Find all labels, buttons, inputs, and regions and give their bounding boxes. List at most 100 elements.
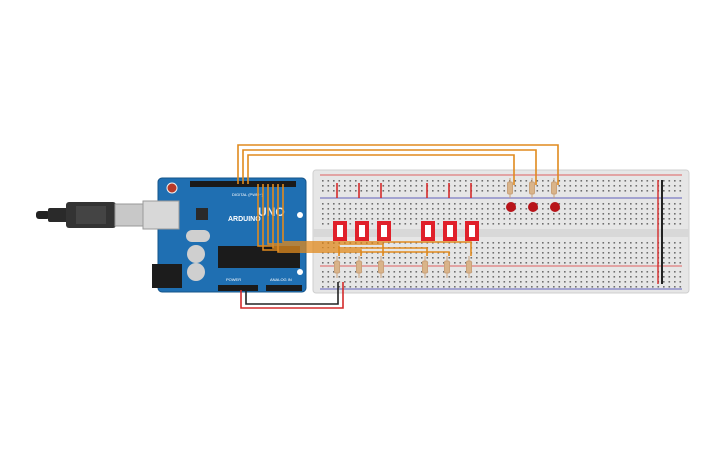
breadboard-hole[interactable]: [586, 180, 588, 182]
breadboard-hole[interactable]: [344, 208, 346, 210]
breadboard-hole[interactable]: [476, 271, 478, 273]
breadboard-hole[interactable]: [542, 190, 544, 192]
breadboard-hole[interactable]: [646, 286, 649, 288]
breadboard-hole[interactable]: [564, 276, 566, 278]
breadboard-hole[interactable]: [635, 247, 638, 249]
breadboard-hole[interactable]: [586, 218, 588, 220]
breadboard-hole[interactable]: [366, 286, 368, 288]
breadboard-hole[interactable]: [553, 218, 555, 220]
breadboard-hole[interactable]: [580, 218, 583, 220]
breadboard-hole[interactable]: [630, 190, 632, 192]
breadboard-hole[interactable]: [619, 203, 621, 205]
breadboard-hole[interactable]: [652, 190, 654, 192]
breadboard-hole[interactable]: [421, 218, 423, 220]
breadboard-hole[interactable]: [470, 257, 473, 259]
breadboard-hole[interactable]: [509, 242, 511, 244]
breadboard-hole[interactable]: [481, 218, 484, 220]
breadboard-hole[interactable]: [503, 218, 506, 220]
breadboard-hole[interactable]: [514, 190, 517, 192]
breadboard-hole[interactable]: [652, 252, 654, 254]
breadboard-hole[interactable]: [377, 218, 379, 220]
breadboard-hole[interactable]: [459, 203, 462, 205]
usb-cable[interactable]: [36, 202, 144, 228]
breadboard-hole[interactable]: [602, 213, 605, 215]
breadboard-hole[interactable]: [349, 281, 352, 283]
breadboard-hole[interactable]: [641, 252, 643, 254]
breadboard-hole[interactable]: [487, 180, 489, 182]
breadboard-hole[interactable]: [360, 257, 363, 259]
breadboard-hole[interactable]: [542, 218, 544, 220]
breadboard-hole[interactable]: [613, 213, 616, 215]
breadboard-hole[interactable]: [344, 262, 346, 264]
breadboard-hole[interactable]: [393, 213, 396, 215]
breadboard-hole[interactable]: [536, 276, 539, 278]
breadboard-hole[interactable]: [327, 185, 330, 187]
breadboard-hole[interactable]: [415, 223, 418, 225]
breadboard-hole[interactable]: [668, 190, 671, 192]
breadboard-hole[interactable]: [327, 276, 330, 278]
breadboard-hole[interactable]: [492, 218, 495, 220]
breadboard-hole[interactable]: [498, 180, 500, 182]
breadboard-hole[interactable]: [514, 242, 517, 244]
breadboard-hole[interactable]: [674, 252, 676, 254]
breadboard-hole[interactable]: [459, 213, 462, 215]
breadboard-hole[interactable]: [520, 271, 522, 273]
breadboard-hole[interactable]: [624, 252, 627, 254]
breadboard-hole[interactable]: [613, 257, 616, 259]
breadboard-hole[interactable]: [597, 281, 599, 283]
breadboard-hole[interactable]: [663, 213, 665, 215]
breadboard-hole[interactable]: [503, 247, 506, 249]
breadboard-hole[interactable]: [492, 271, 495, 273]
breadboard-hole[interactable]: [333, 257, 335, 259]
breadboard-hole[interactable]: [679, 180, 682, 182]
breadboard-hole[interactable]: [646, 257, 649, 259]
breadboard-hole[interactable]: [646, 252, 649, 254]
breadboard-hole[interactable]: [399, 180, 401, 182]
breadboard-hole[interactable]: [613, 276, 616, 278]
breadboard-hole[interactable]: [393, 281, 396, 283]
resistor[interactable]: [356, 256, 362, 278]
breadboard-hole[interactable]: [509, 257, 511, 259]
breadboard-hole[interactable]: [338, 213, 341, 215]
breadboard-hole[interactable]: [421, 286, 423, 288]
breadboard-hole[interactable]: [454, 247, 456, 249]
breadboard-hole[interactable]: [624, 262, 627, 264]
breadboard-hole[interactable]: [586, 213, 588, 215]
breadboard-hole[interactable]: [630, 252, 632, 254]
breadboard-hole[interactable]: [613, 218, 616, 220]
breadboard-hole[interactable]: [459, 257, 462, 259]
breadboard-hole[interactable]: [399, 286, 401, 288]
breadboard-hole[interactable]: [569, 262, 572, 264]
breadboard-hole[interactable]: [410, 190, 412, 192]
breadboard-hole[interactable]: [619, 247, 621, 249]
breadboard-hole[interactable]: [569, 286, 572, 288]
breadboard-hole[interactable]: [569, 242, 572, 244]
breadboard-hole[interactable]: [459, 286, 462, 288]
breadboard-hole[interactable]: [382, 190, 385, 192]
resistor[interactable]: [529, 178, 535, 198]
breadboard-hole[interactable]: [663, 208, 665, 210]
breadboard-hole[interactable]: [415, 281, 418, 283]
breadboard-hole[interactable]: [443, 203, 445, 205]
breadboard-hole[interactable]: [520, 208, 522, 210]
breadboard-hole[interactable]: [591, 276, 594, 278]
breadboard-hole[interactable]: [597, 213, 599, 215]
breadboard-hole[interactable]: [443, 218, 445, 220]
wire-to-led-1[interactable]: [247, 154, 515, 185]
breadboard-hole[interactable]: [575, 257, 577, 259]
breadboard-hole[interactable]: [547, 190, 550, 192]
breadboard-hole[interactable]: [465, 262, 467, 264]
breadboard-hole[interactable]: [437, 190, 440, 192]
breadboard-hole[interactable]: [349, 190, 352, 192]
breadboard-hole[interactable]: [360, 185, 363, 187]
breadboard-hole[interactable]: [514, 281, 517, 283]
breadboard-hole[interactable]: [465, 286, 467, 288]
breadboard-hole[interactable]: [652, 286, 654, 288]
breadboard-hole[interactable]: [663, 257, 665, 259]
breadboard-hole[interactable]: [630, 213, 632, 215]
breadboard-hole[interactable]: [635, 218, 638, 220]
breadboard-hole[interactable]: [437, 213, 440, 215]
breadboard-hole[interactable]: [344, 203, 346, 205]
breadboard-hole[interactable]: [674, 247, 676, 249]
breadboard-hole[interactable]: [487, 242, 489, 244]
